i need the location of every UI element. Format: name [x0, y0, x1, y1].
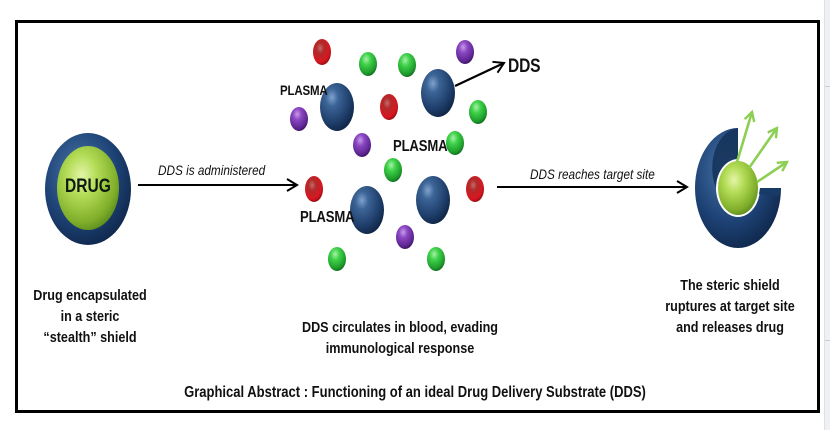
plasma-label: PLASMA — [393, 138, 448, 155]
green-plasma-particle — [469, 100, 487, 124]
red-plasma-particle — [466, 176, 484, 202]
blood-particles — [290, 39, 487, 271]
side-panel-divider — [825, 340, 830, 341]
caption-line: DDS circulates in blood, evading — [301, 319, 499, 336]
dds-carrier-particle — [421, 69, 455, 117]
green-plasma-particle — [328, 247, 346, 271]
caption-encapsulated: Drug encapsulated in a steric “stealth” … — [23, 285, 157, 348]
green-plasma-particle — [427, 247, 445, 271]
plasma-label: PLASMA — [300, 209, 355, 226]
dds-pointer-arrow — [454, 60, 506, 87]
dds-pointer-label: DDS — [508, 56, 541, 77]
shield-cut-edge — [759, 188, 781, 196]
side-panel-strip — [824, 0, 830, 430]
caption-line: ruptures at target site — [665, 298, 795, 315]
shield-inner-face — [712, 128, 738, 188]
caption-line: immunological response — [325, 340, 475, 357]
green-plasma-particle — [359, 52, 377, 76]
caption-line: Drug encapsulated — [33, 287, 147, 304]
caption-line: “stealth” shield — [43, 329, 137, 346]
purple-plasma-particle — [456, 40, 474, 64]
plasma-label: PLASMA — [280, 82, 328, 98]
encapsulated-drug-sphere — [45, 133, 131, 245]
side-panel-divider — [825, 86, 830, 87]
purple-plasma-particle — [290, 107, 308, 131]
caption-line: The steric shield — [680, 277, 780, 294]
green-plasma-particle — [446, 131, 464, 155]
release-arrow — [747, 128, 777, 169]
released-drug-core — [718, 161, 758, 215]
caption-line: in a steric — [60, 308, 120, 325]
purple-plasma-particle — [396, 225, 414, 249]
dds-carrier-particle — [350, 186, 384, 234]
release-arrow — [735, 112, 752, 163]
dds-carrier-particle — [416, 176, 450, 224]
drug-label: DRUG — [65, 176, 111, 197]
red-plasma-particle — [380, 94, 398, 120]
caption-circulation: DDS circulates in blood, evading immunol… — [266, 317, 535, 359]
dds-carrier-particle — [320, 83, 354, 131]
caption-release: The steric shield ruptures at target sit… — [654, 275, 805, 338]
red-plasma-particle — [313, 39, 331, 65]
ruptured-shield — [695, 112, 787, 248]
purple-plasma-particle — [353, 133, 371, 157]
drug-core — [57, 146, 119, 230]
caption-line: and releases drug — [676, 319, 784, 336]
figure-title: Graphical Abstract : Functioning of an i… — [184, 384, 646, 401]
green-plasma-particle — [398, 53, 416, 77]
red-plasma-particle — [305, 176, 323, 202]
arrow-target-label: DDS reaches target site — [530, 166, 655, 182]
release-arrow — [756, 162, 787, 184]
arrow-administered-label: DDS is administered — [158, 162, 266, 178]
green-plasma-particle — [384, 158, 402, 182]
figure-frame — [15, 20, 820, 413]
